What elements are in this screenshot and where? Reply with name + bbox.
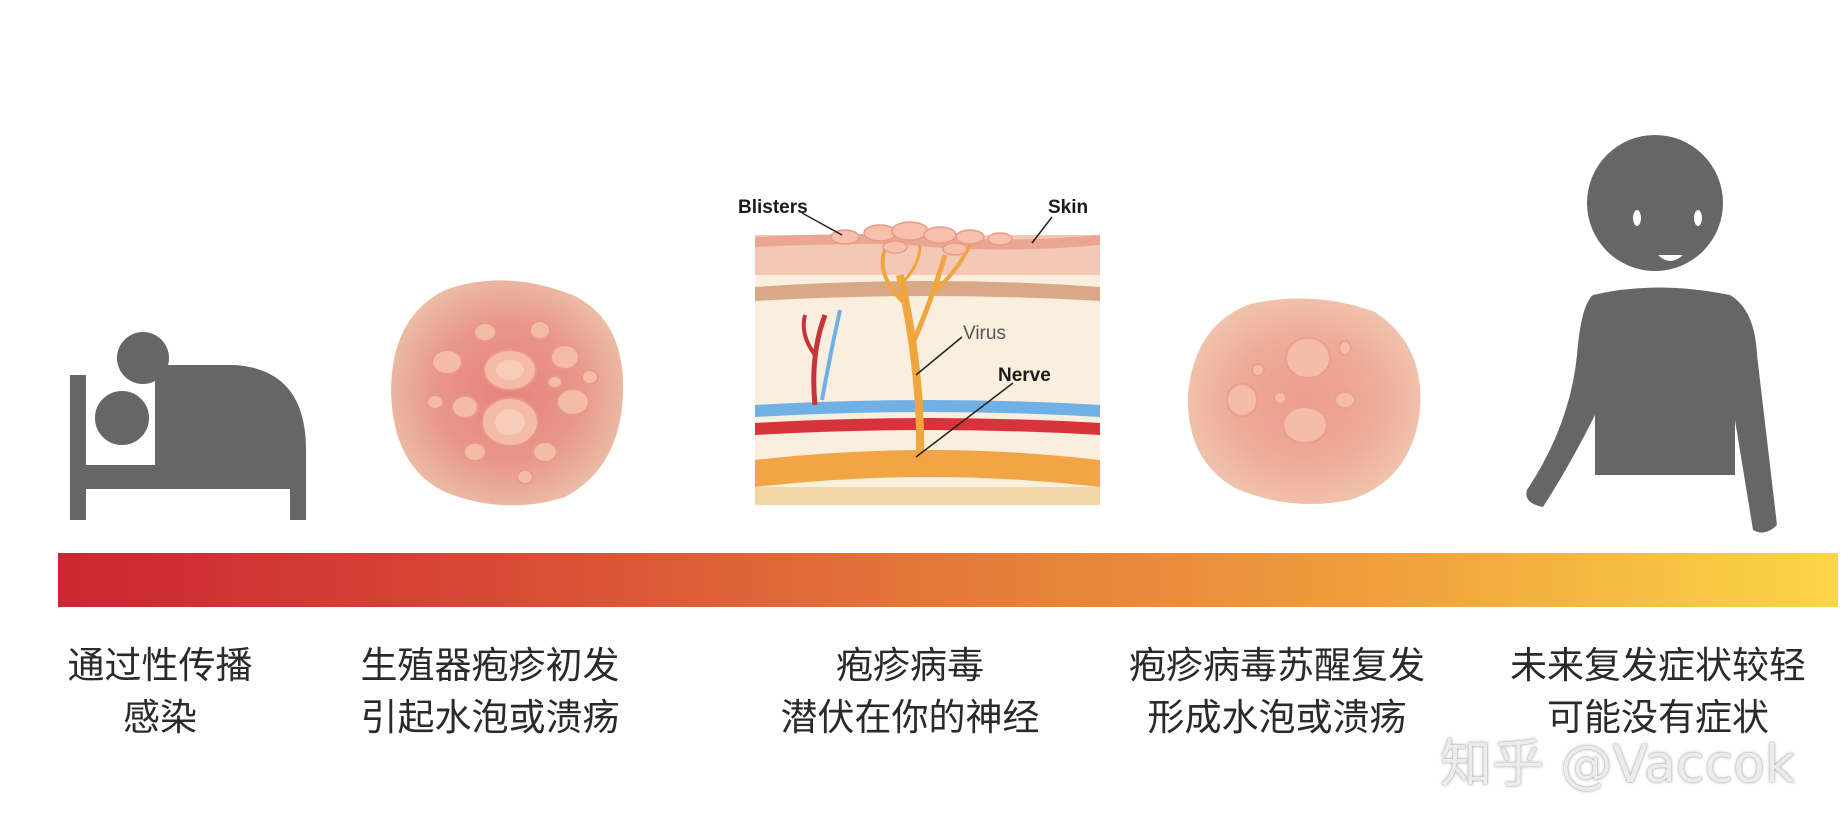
caption-initial-outbreak: 生殖器疱疹初发 引起水泡或溃疡 [320, 640, 660, 744]
caption-line: 通过性传播 [67, 644, 253, 687]
caption-transmission: 通过性传播 感染 [0, 640, 330, 744]
caption-line: 感染 [123, 696, 197, 739]
progression-timeline-bar [58, 553, 1838, 607]
nerve-label: Nerve [998, 365, 1051, 386]
caption-line: 潜伏在你的神经 [780, 696, 1040, 739]
caption-latency: 疱疹病毒 潜伏在你的神经 [740, 640, 1080, 744]
blisters-label: Blisters [738, 197, 808, 218]
caption-line: 生殖器疱疹初发 [360, 644, 620, 687]
caption-line: 疱疹病毒 [836, 644, 984, 687]
caption-line: 引起水泡或溃疡 [360, 696, 620, 739]
caption-line: 形成水泡或溃疡 [1147, 696, 1407, 739]
blister-lesion-icon [385, 272, 635, 512]
bed-icon [70, 330, 320, 520]
caption-future: 未来复发症状较轻 可能没有症状 [1488, 640, 1828, 744]
virus-label: Virus [963, 323, 1006, 344]
smiling-person-icon [1515, 135, 1790, 535]
caption-line: 可能没有症状 [1547, 696, 1769, 739]
skin-cross-section-icon: Blisters Skin Virus Nerve [730, 195, 1125, 515]
caption-line: 未来复发症状较轻 [1510, 644, 1806, 687]
healing-lesion-icon [1180, 290, 1430, 510]
caption-line: 疱疹病毒苏醒复发 [1129, 644, 1425, 687]
watermark: 知乎 @Vaccok [1440, 735, 1796, 795]
skin-label: Skin [1048, 197, 1088, 218]
caption-recurrence: 疱疹病毒苏醒复发 形成水泡或溃疡 [1107, 640, 1447, 744]
